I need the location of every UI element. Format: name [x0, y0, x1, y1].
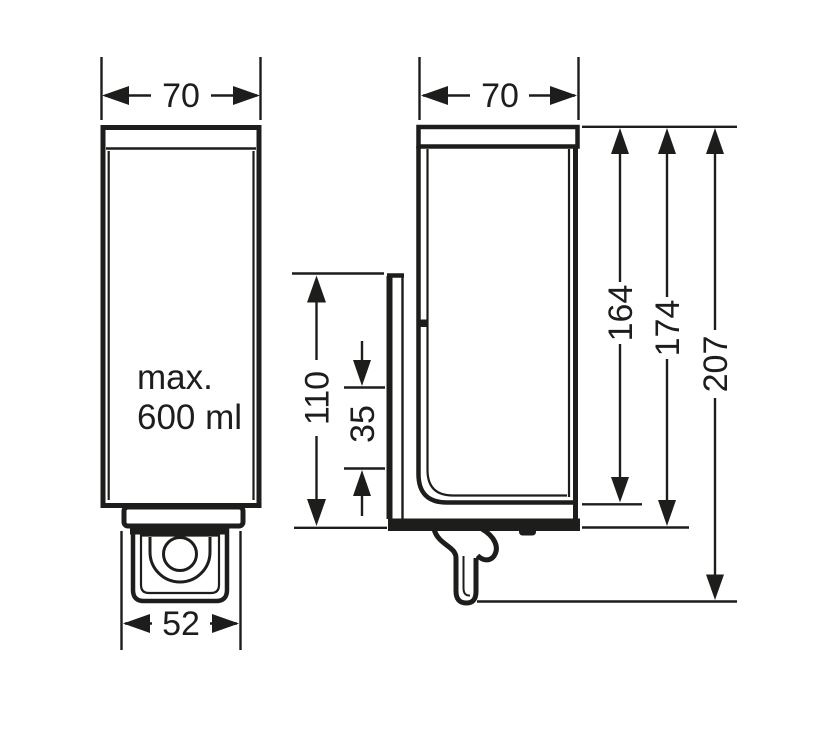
dimension-offset: 35 [344, 341, 385, 516]
front-pump-inner [139, 534, 221, 595]
dimension-side-width: 70 [418, 57, 580, 120]
dimension-body-height: 164 [582, 128, 642, 506]
front-inner-walls [107, 151, 255, 500]
side-cap [416, 124, 580, 149]
dim-plate-height-value: 110 [299, 371, 337, 425]
dim-total-height-value: 207 [697, 336, 735, 393]
side-screw-tick [420, 319, 429, 327]
dim-front-width-value: 70 [162, 77, 200, 115]
front-spout-mark [171, 531, 189, 539]
dim-pump-width-arrow-left [123, 614, 150, 633]
dimension-plate-height: 110 [292, 272, 387, 529]
dim-body-height-value: 164 [602, 285, 640, 342]
side-left-wall-and-bottom [416, 146, 573, 505]
dim-offset-value: 35 [344, 405, 382, 443]
capacity-label-line2: 600 ml [137, 398, 242, 437]
dim-body-height-arrow-top [611, 128, 629, 154]
dimension-pump-width: 52 [120, 531, 242, 650]
dim-body-height-arrow-bottom [611, 477, 629, 503]
dim-pump-width-arrow-right [212, 614, 239, 633]
side-left-wall-inner [426, 149, 567, 497]
dim-offset-arrow-bottom [353, 470, 371, 496]
dimension-total-height: 207 [477, 128, 737, 603]
dim-pump-width-value: 52 [162, 605, 200, 643]
front-view: max. 600 ml [100, 125, 262, 604]
dim-offset-arrow-top [353, 360, 371, 386]
dim-front-width-arrow-right [233, 86, 260, 105]
dimension-flange-height: 174 [582, 128, 689, 529]
side-pump-lever-curve [475, 526, 499, 563]
dim-offset-extension-lines [344, 386, 385, 470]
dim-side-width-extension-lines [418, 57, 580, 120]
side-nub [519, 527, 536, 536]
dim-plate-height-arrow-top [307, 275, 326, 303]
dim-flange-height-value: 174 [649, 300, 687, 357]
dim-side-width-value: 70 [481, 77, 519, 115]
front-pump-top-band [130, 524, 228, 535]
dim-flange-height-arrow-bottom [658, 500, 676, 526]
dim-plate-height-arrow-bottom [307, 499, 326, 526]
side-pump-lever-inner [462, 556, 471, 597]
dim-side-width-arrow-left [421, 86, 448, 105]
front-spout-circle [162, 536, 198, 572]
dim-side-width-arrow-right [550, 86, 577, 105]
capacity-label-line1: max. [137, 358, 213, 397]
front-collar [121, 504, 246, 529]
front-body-outline [100, 125, 262, 508]
dim-front-width-extension-lines [100, 57, 262, 120]
dim-total-height-arrow-top [706, 128, 724, 154]
side-pump-lever [431, 528, 479, 606]
front-spout-arc [148, 537, 212, 584]
side-view [386, 124, 580, 606]
dimension-front-width: 70 [100, 57, 262, 120]
dim-total-height-arrow-bottom [706, 574, 724, 600]
dim-front-width-arrow-left [102, 86, 129, 105]
dim-flange-height-arrow-top [658, 128, 676, 154]
dim-pump-width-extension-lines [120, 531, 242, 650]
